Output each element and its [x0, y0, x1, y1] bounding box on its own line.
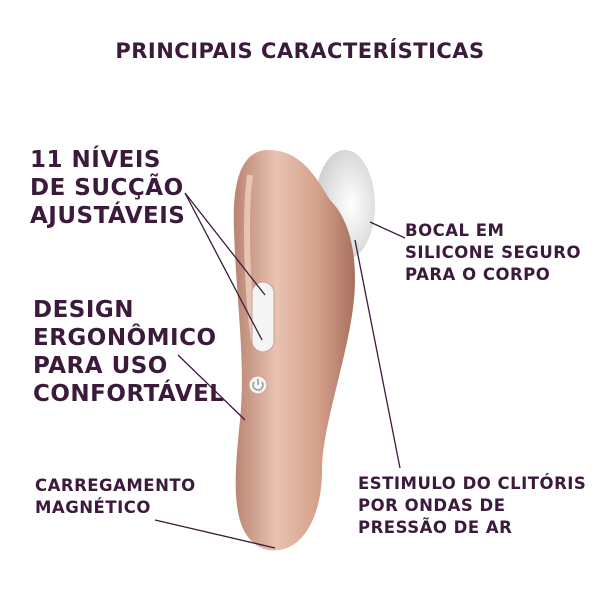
- feature-line: PRESSÃO DE AR: [358, 518, 513, 537]
- feature-line: BOCAL EM: [405, 221, 505, 240]
- feature-ergonomic-design: DESIGN ERGONÔMICO PARA USO CONFORTÁVEL: [33, 296, 224, 408]
- feature-line: CARREGAMENTO: [35, 476, 196, 495]
- control-panel: [251, 281, 275, 353]
- feature-suction-levels: 11 NÍVEIS DE SUCÇÃO AJUSTÁVEIS: [30, 146, 185, 230]
- feature-air-pressure: ESTIMULO DO CLITÓRIS POR ONDAS DE PRESSÃ…: [358, 473, 586, 539]
- feature-line: SILICONE SEGURO: [405, 243, 581, 262]
- feature-line: PARA USO: [33, 353, 168, 379]
- feature-line: ERGONÔMICO: [33, 325, 217, 351]
- feature-line: PARA O CORPO: [405, 265, 551, 284]
- feature-line: POR ONDAS DE: [358, 496, 506, 515]
- feature-line: ESTIMULO DO CLITÓRIS: [358, 474, 587, 493]
- feature-magnetic-charging: CARREGAMENTO MAGNÉTICO: [35, 475, 196, 519]
- device-body: [233, 150, 355, 551]
- feature-line: AJUSTÁVEIS: [30, 203, 186, 229]
- feature-line: DESIGN: [33, 297, 135, 323]
- callout-lines: [154, 192, 406, 549]
- feature-line: DE SUCÇÃO: [30, 175, 184, 201]
- feature-line: CONFORTÁVEL: [33, 381, 225, 407]
- feature-line: MAGNÉTICO: [35, 498, 151, 517]
- feature-line: 11 NÍVEIS: [30, 147, 161, 173]
- page-title: PRINCIPAIS CARACTERÍSTICAS: [115, 39, 485, 63]
- feature-silicone-nozzle: BOCAL EM SILICONE SEGURO PARA O CORPO: [405, 220, 581, 286]
